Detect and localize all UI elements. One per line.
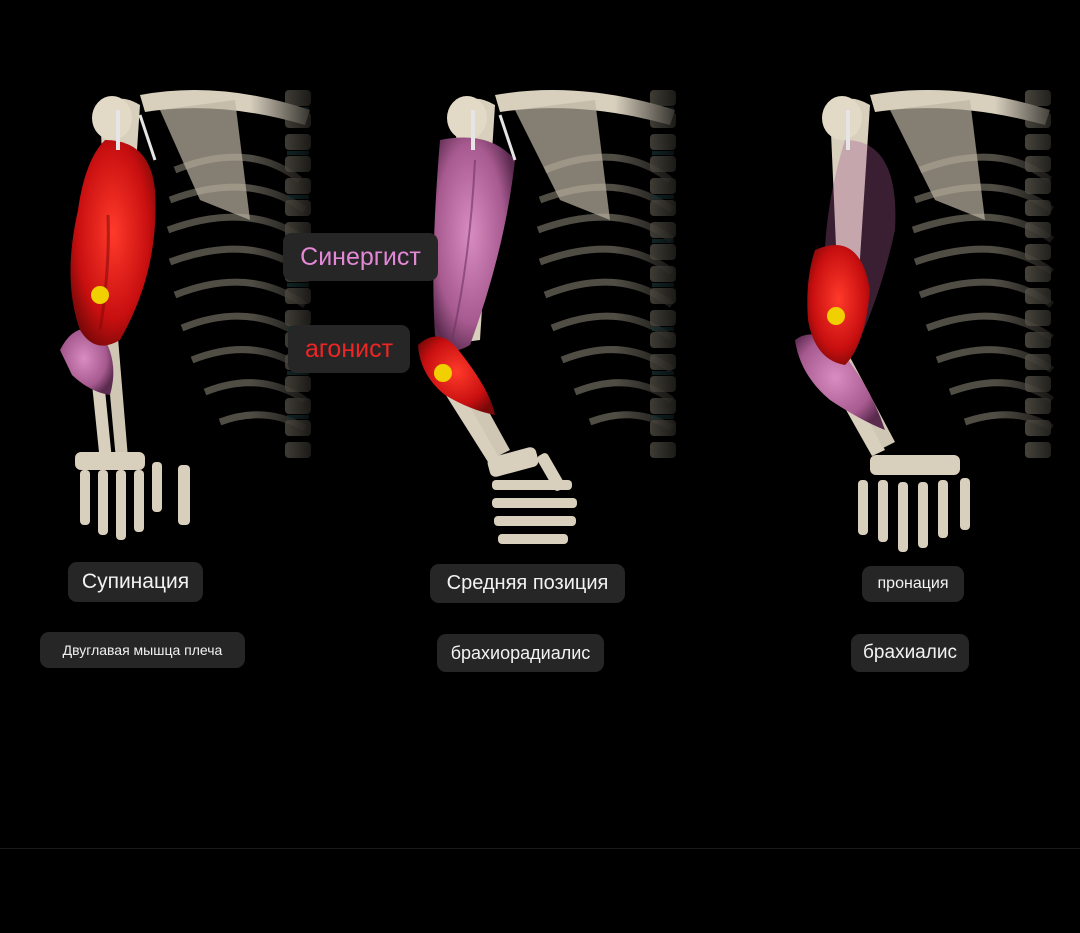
brachialis-muscle-label: брахиалис: [851, 634, 969, 672]
agonist-marker-neutral: [434, 364, 452, 382]
panel-pronation-skeleton: [795, 60, 1075, 552]
supination-position-label: Супинация: [68, 562, 203, 602]
biceps-muscle-label: Двуглавая мышца плеча: [40, 632, 245, 668]
panel-supination-skeleton: [60, 60, 330, 540]
panel-neutral-skeleton: [418, 60, 695, 544]
neutral-position-label: Средняя позиция: [430, 564, 625, 603]
agonist-legend-label: агонист: [288, 325, 410, 373]
bottom-divider: [0, 848, 1080, 849]
agonist-marker-pronation: [827, 307, 845, 325]
brachioradialis-muscle-label: брахиорадиалис: [437, 634, 604, 672]
pronation-position-label: пронация: [862, 566, 964, 602]
synergist-legend-label: Синергист: [283, 233, 438, 281]
agonist-marker-supination: [91, 286, 109, 304]
